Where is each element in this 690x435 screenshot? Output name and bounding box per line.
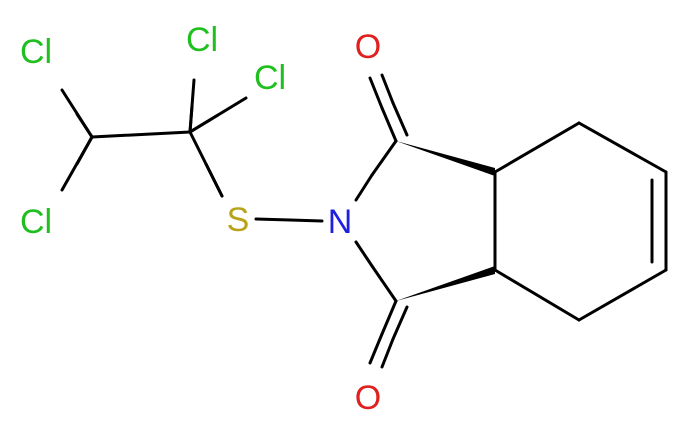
bond-co-up-b xyxy=(380,73,395,105)
bond-c1-cl-bottom-left-black xyxy=(75,135,94,166)
wedge-bond-upper xyxy=(396,141,495,176)
bond-ring-5 xyxy=(493,268,581,322)
atom-cl-top: Cl xyxy=(186,21,218,59)
bond-c1-cl-top-left-black xyxy=(75,112,94,139)
wedge-bond-lower xyxy=(396,266,495,301)
bond-co-up-a-black xyxy=(380,106,398,143)
bond-n-c-up-blue xyxy=(354,173,374,202)
atom-oxygen-bottom: O xyxy=(355,379,381,417)
bond-c1-c2 xyxy=(90,130,192,139)
bond-c2-s xyxy=(204,162,224,198)
bond-c2-cl-top-black xyxy=(188,104,194,134)
bond-n-c-up xyxy=(370,139,398,177)
atom-cl-right: Cl xyxy=(254,59,286,97)
atom-cl-top-left: Cl xyxy=(20,33,52,71)
bond-co-down-b-black xyxy=(391,305,409,341)
bond-c2-cl-right-black xyxy=(188,113,220,134)
bond-n-c-down-blue xyxy=(354,240,374,268)
bond-co-down-a xyxy=(368,332,384,365)
bond-s-n-yellow xyxy=(254,217,292,222)
atom-cl-bottom-left: Cl xyxy=(20,203,52,241)
bond-ring-2 xyxy=(577,121,668,174)
atom-sulfur: S xyxy=(227,201,250,239)
bond-s-n-blue xyxy=(288,218,324,223)
atom-oxygen-top: O xyxy=(355,28,381,66)
bond-co-down-b xyxy=(380,337,395,369)
bond-co-up-a xyxy=(368,76,384,110)
bond-ring-1 xyxy=(493,121,581,174)
bond-co-down-a-black xyxy=(380,299,398,336)
bond-ring-4 xyxy=(577,268,668,322)
bond-n-c-down xyxy=(370,264,398,303)
atom-nitrogen: N xyxy=(328,203,353,241)
bond-co-up-b-black xyxy=(391,101,409,137)
